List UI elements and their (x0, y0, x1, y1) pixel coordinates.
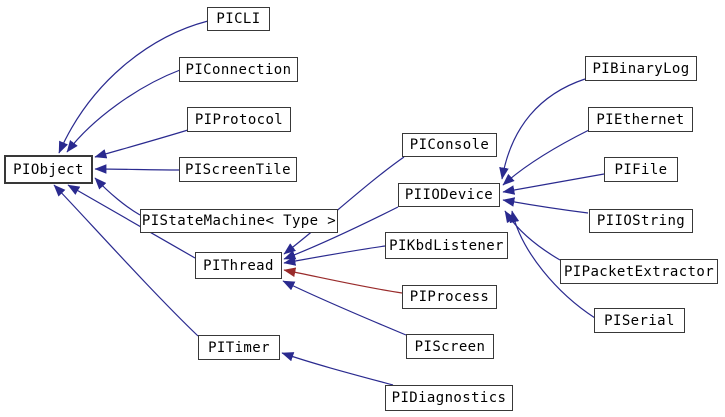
node-pithread[interactable]: PIThread (195, 252, 282, 279)
node-piprotocol[interactable]: PIProtocol (187, 107, 291, 132)
edge-pidiagnostics-to-pitimer (281, 352, 394, 386)
node-piiostring[interactable]: PIIOString (589, 209, 693, 233)
edge-pistatemachine-to-piobject (94, 177, 141, 216)
node-pidiagnostics[interactable]: PIDiagnostics (385, 385, 513, 411)
edge-piiostring-to-piiodevice (502, 197, 589, 214)
edge-piconnection-to-piobject (66, 69, 181, 153)
node-piconsole[interactable]: PIConsole (402, 133, 497, 157)
edge-piprotocol-to-piobject (94, 129, 189, 159)
node-picli[interactable]: PICLI (207, 7, 270, 31)
edge-pitimer-to-piobject (53, 184, 199, 337)
node-piscreen[interactable]: PIScreen (406, 334, 494, 359)
node-piscreentile[interactable]: PIScreenTile (179, 157, 297, 182)
node-pikbdlistener[interactable]: PIKbdListener (385, 232, 508, 259)
node-piethernet[interactable]: PIEthernet (588, 107, 693, 132)
edge-pibinarylog-to-piiodevice (499, 78, 586, 180)
node-pitimer[interactable]: PITimer (198, 335, 280, 360)
node-piprocess[interactable]: PIProcess (402, 285, 497, 309)
edge-piprocess-to-pithread (283, 267, 403, 294)
edge-pipacketextractor-to-piiodevice (504, 210, 561, 261)
edge-piiodevice-to-pithread (283, 206, 399, 260)
edge-pithread-to-piobject (67, 184, 196, 259)
edge-piserial-to-piiodevice (509, 210, 596, 319)
node-pipacketextractor[interactable]: PIPacketExtractor (560, 259, 718, 284)
edge-pikbdlistener-to-pithread (283, 245, 386, 266)
node-pibinarylog[interactable]: PIBinaryLog (585, 56, 697, 81)
edge-piscreentile-to-piobject (94, 164, 180, 174)
edge-piethernet-to-piiodevice (502, 129, 590, 186)
edge-pifile-to-piiodevice (502, 173, 605, 195)
node-pifile[interactable]: PIFile (604, 157, 678, 182)
node-pistatemachine[interactable]: PIStateMachine< Type > (140, 209, 338, 233)
edge-picli-to-piobject (58, 20, 209, 154)
node-piconnection[interactable]: PIConnection (179, 57, 298, 82)
edge-piconsole-to-pithread (283, 156, 405, 255)
node-piobject[interactable]: PIObject (4, 155, 93, 184)
node-piiodevice[interactable]: PIIODevice (398, 183, 500, 207)
edge-piscreen-to-pithread (282, 280, 407, 336)
node-piserial[interactable]: PISerial (594, 308, 685, 333)
